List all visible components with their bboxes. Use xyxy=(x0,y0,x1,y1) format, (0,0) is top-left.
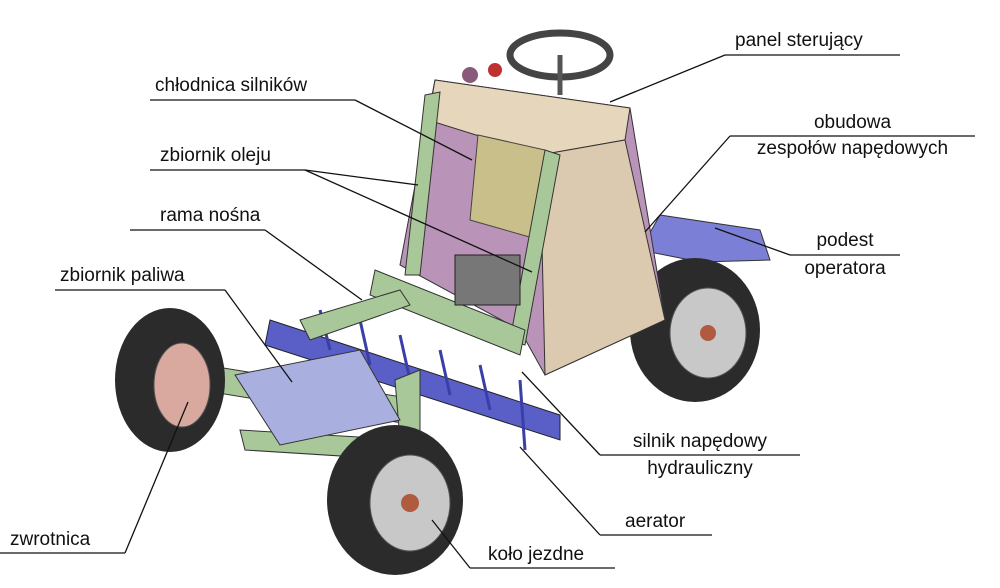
label-hydraulic-motor-1: silnik napędowy xyxy=(632,431,768,452)
leader-lines xyxy=(0,54,975,569)
label-hydraulic-motor-2: hydrauliczny xyxy=(647,458,753,479)
label-frame: rama nośna xyxy=(160,205,261,226)
control-knob xyxy=(462,67,478,83)
fuel-tank xyxy=(234,349,401,446)
wheel-rear-right xyxy=(630,258,760,402)
label-aerator: aerator xyxy=(625,511,686,532)
label-control-panel: panel sterujący xyxy=(735,30,863,51)
hydraulic-motor xyxy=(454,254,521,306)
housing-side xyxy=(539,139,666,376)
label-operator-platform-1: podest xyxy=(816,230,874,251)
label-drive-housing-2: zespołów napędowych xyxy=(756,138,949,159)
label-operator-platform-2: operatora xyxy=(804,258,886,279)
label-engine-cooler: chłodnica silników xyxy=(155,75,308,96)
label-fuel-tank: zbiornik paliwa xyxy=(60,265,185,286)
wheel-front-right xyxy=(327,425,463,575)
label-oil-tank: zbiornik oleju xyxy=(160,145,271,166)
label-drive-housing-1: obudowa xyxy=(813,112,892,133)
control-knob xyxy=(488,63,502,77)
label-wheel: koło jezdne xyxy=(488,544,585,565)
wheel-front-left xyxy=(115,308,225,452)
operator-platform xyxy=(639,214,771,263)
label-steering-knuckle: zwrotnica xyxy=(10,529,91,550)
